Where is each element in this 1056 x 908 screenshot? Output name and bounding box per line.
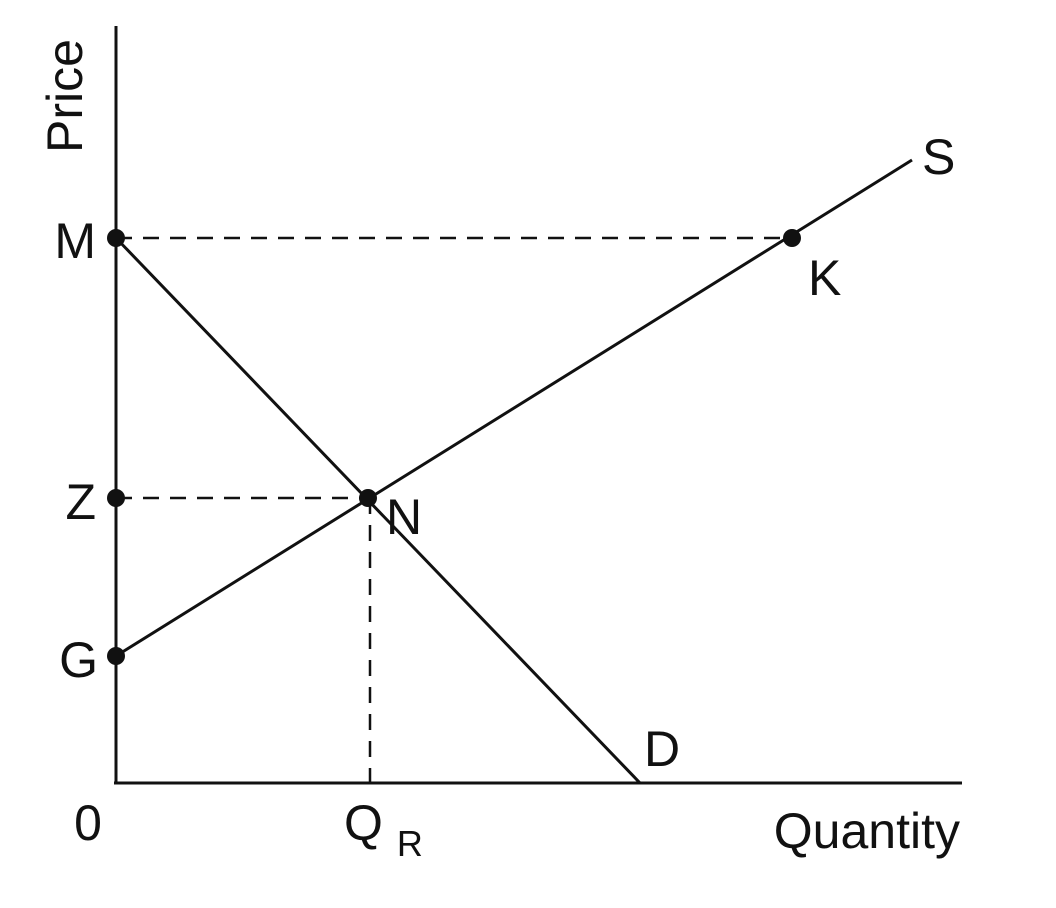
demand-curve-label: D: [644, 721, 680, 777]
point-k-dot: [783, 229, 801, 247]
point-n-dot: [359, 489, 377, 507]
quantity-marker-label: Q R: [344, 795, 423, 864]
point-k-label: K: [808, 250, 841, 306]
supply-curve-label: S: [922, 129, 955, 185]
point-z-label: Z: [65, 474, 96, 530]
point-m-dot: [107, 229, 125, 247]
quantity-marker-main: Q: [344, 795, 383, 851]
point-z-dot: [107, 489, 125, 507]
point-n-label: N: [386, 489, 422, 545]
quantity-marker-subscript: R: [397, 823, 423, 864]
supply-curve: [115, 158, 913, 658]
point-g-label: G: [59, 632, 98, 688]
origin-label: 0: [74, 795, 102, 851]
x-axis-label: Quantity: [774, 803, 960, 859]
point-m-label: M: [54, 213, 96, 269]
demand-curve: [114, 236, 642, 785]
y-axis-label: Price: [37, 39, 93, 153]
point-g-dot: [107, 647, 125, 665]
